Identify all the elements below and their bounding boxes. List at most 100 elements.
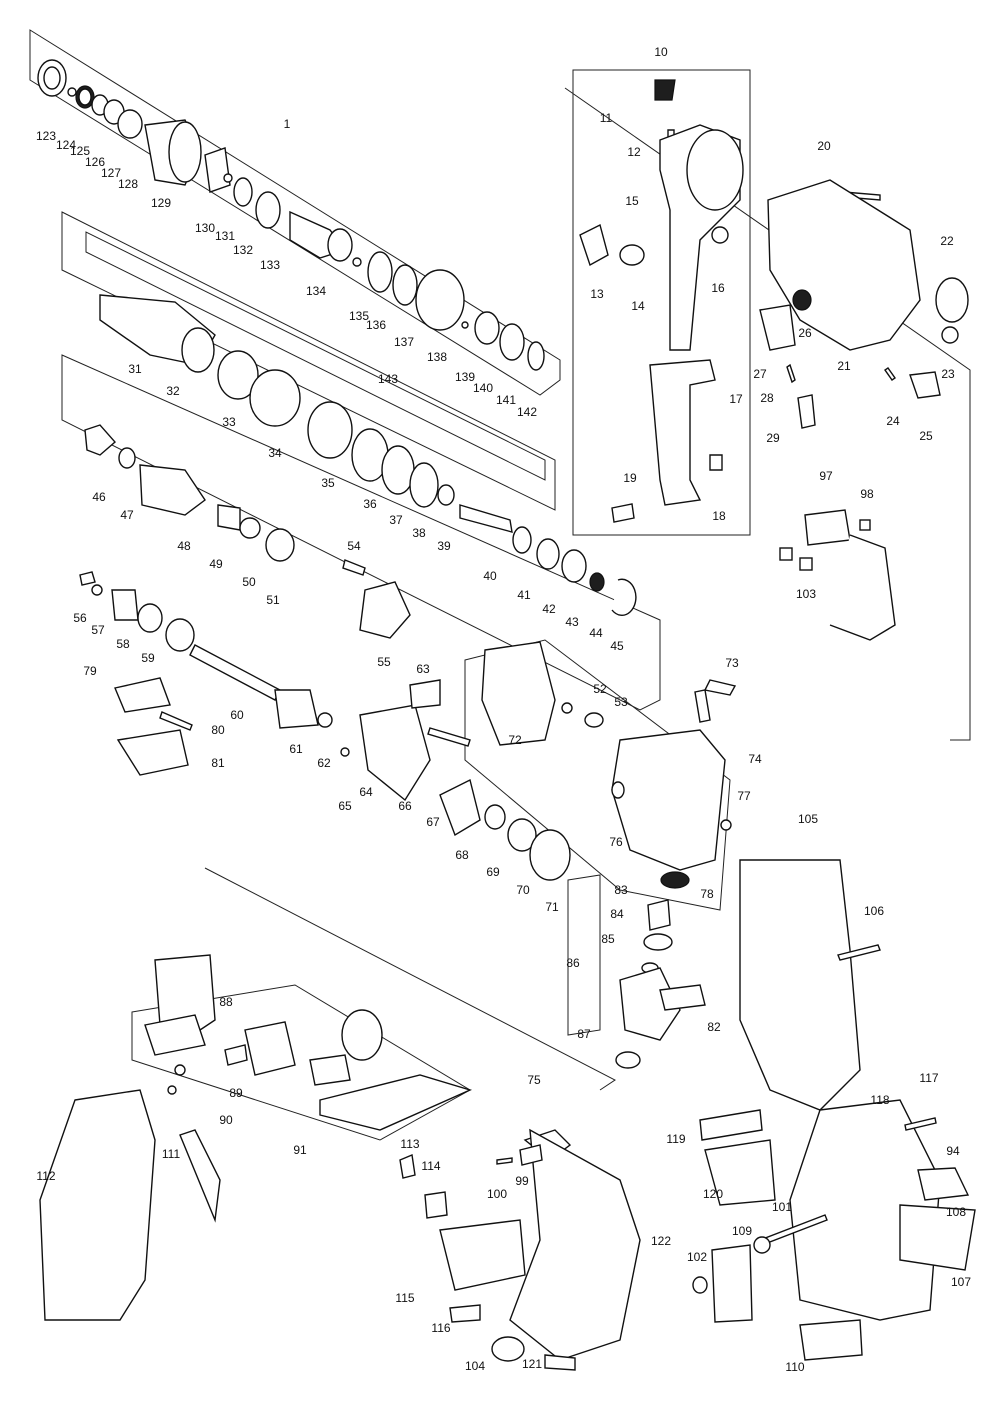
callout-98: 98: [860, 487, 874, 501]
callout-87: 87: [577, 1027, 591, 1041]
callout-52: 52: [593, 682, 607, 696]
callout-41: 41: [517, 588, 531, 602]
callout-134: 134: [306, 284, 326, 298]
callout-12: 12: [627, 145, 641, 159]
callout-23: 23: [941, 367, 955, 381]
callout-102: 102: [687, 1250, 707, 1264]
side-handle-assembly: [579, 79, 744, 523]
crank-housing-assembly: [481, 641, 737, 889]
callout-79: 79: [83, 664, 97, 678]
callout-109: 109: [732, 1224, 752, 1238]
callout-11: 11: [600, 111, 613, 125]
group-91-frame: [131, 984, 471, 1141]
callout-104: 104: [465, 1359, 485, 1373]
callout-89: 89: [229, 1086, 243, 1100]
callout-69: 69: [486, 865, 500, 879]
callout-70: 70: [516, 883, 530, 897]
callout-108: 108: [946, 1205, 966, 1219]
callout-83: 83: [614, 883, 628, 897]
callout-125: 125: [70, 144, 90, 158]
callout-39: 39: [437, 539, 451, 553]
callout-37: 37: [389, 513, 403, 527]
callout-22: 22: [940, 234, 954, 248]
callout-31: 31: [128, 362, 142, 376]
group-10-frame: [572, 69, 751, 536]
callout-18: 18: [712, 509, 726, 523]
armature-assembly: [615, 899, 706, 1069]
callout-17: 17: [729, 392, 743, 406]
callout-32: 32: [166, 384, 180, 398]
callout-29: 29: [766, 431, 780, 445]
callout-85: 85: [601, 932, 615, 946]
callout-50: 50: [242, 575, 256, 589]
group-lower-frame: [204, 867, 616, 1091]
callout-47: 47: [120, 508, 134, 522]
callout-72: 72: [508, 733, 522, 747]
callout-127: 127: [101, 166, 121, 180]
callout-33: 33: [222, 415, 236, 429]
callout-128: 128: [118, 177, 138, 191]
callout-26: 26: [798, 326, 812, 340]
callout-114: 114: [421, 1159, 440, 1173]
callout-25: 25: [919, 429, 933, 443]
callout-67: 67: [426, 815, 440, 829]
callout-121: 121: [522, 1357, 542, 1371]
group-outlines: [29, 29, 971, 1141]
callout-139: 139: [455, 370, 475, 384]
callout-45: 45: [610, 639, 624, 653]
callout-113: 113: [400, 1137, 419, 1151]
callout-105: 105: [798, 812, 818, 826]
callout-90: 90: [219, 1113, 233, 1127]
callout-136: 136: [366, 318, 386, 332]
callout-142: 142: [517, 405, 537, 419]
callout-46: 46: [92, 490, 106, 504]
group-74-frame: [464, 639, 731, 911]
callout-107: 107: [951, 1275, 971, 1289]
callout-122: 122: [651, 1234, 671, 1248]
callout-110: 110: [785, 1360, 804, 1374]
callout-58: 58: [116, 637, 130, 651]
callout-76: 76: [609, 835, 623, 849]
callout-28: 28: [760, 391, 774, 405]
callout-138: 138: [427, 350, 447, 364]
callout-131: 131: [215, 229, 235, 243]
callout-129: 129: [151, 196, 171, 210]
callout-100: 100: [487, 1187, 507, 1201]
callout-62: 62: [317, 756, 331, 770]
callout-68: 68: [455, 848, 469, 862]
callout-91: 91: [293, 1143, 307, 1157]
callout-132: 132: [233, 243, 253, 257]
callout-14: 14: [631, 299, 645, 313]
callout-49: 49: [209, 557, 223, 571]
callout-53: 53: [614, 695, 628, 709]
callout-84: 84: [610, 907, 624, 921]
callout-57: 57: [91, 623, 105, 637]
callout-60: 60: [230, 708, 244, 722]
callout-86: 86: [566, 956, 580, 970]
callout-64: 64: [359, 785, 373, 799]
callout-81: 81: [211, 756, 225, 770]
callout-143: 143: [378, 372, 398, 386]
callout-27: 27: [753, 367, 767, 381]
callout-63: 63: [416, 662, 430, 676]
callout-78: 78: [700, 887, 714, 901]
group-right-frame: [564, 87, 971, 741]
callout-51: 51: [266, 593, 280, 607]
callout-120: 120: [703, 1187, 723, 1201]
callout-74: 74: [748, 752, 762, 766]
callout-75: 75: [527, 1073, 541, 1087]
callout-126: 126: [85, 155, 105, 169]
callout-140: 140: [473, 381, 493, 395]
callout-24: 24: [886, 414, 900, 428]
callout-112: 112: [36, 1169, 55, 1183]
callout-124: 124: [56, 138, 76, 152]
group-1-frame: [29, 29, 561, 396]
callout-65: 65: [338, 799, 352, 813]
group-86-frame: [567, 874, 601, 1036]
cylinder-assembly: [99, 294, 637, 616]
callout-38: 38: [412, 526, 426, 540]
callout-40: 40: [483, 569, 497, 583]
group-45-frame: [61, 354, 661, 711]
callout-88: 88: [219, 995, 233, 1009]
